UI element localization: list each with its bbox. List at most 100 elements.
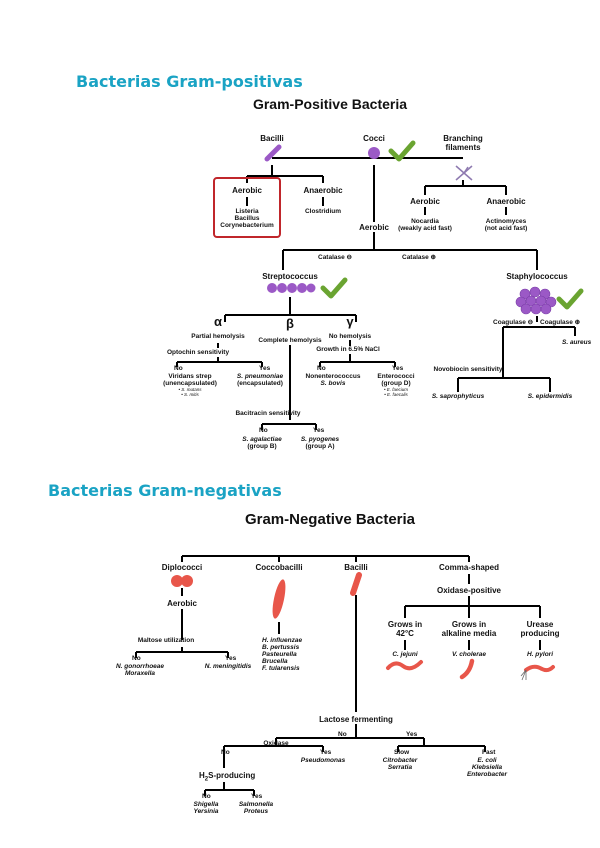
organism-salmonella: Salmonella: [238, 801, 274, 808]
node-alkaline-2: alkaline media: [441, 629, 497, 638]
node-streptococcus: Streptococcus: [262, 272, 318, 281]
organism-listeria: Listeria: [235, 208, 259, 215]
node-bacilli-aerobic: Aerobic: [232, 186, 262, 195]
organism-pseudomonas: Pseudomonas: [300, 757, 346, 764]
organism-s-epidermidis: S. epidermidis: [527, 393, 573, 400]
node-diplococci: Diplococci: [161, 563, 203, 572]
node-branching-filaments-1: Branching: [443, 134, 483, 143]
label-optochin-sensitivity: Optochin sensitivity: [166, 349, 230, 356]
label-lactose-no: No: [338, 731, 347, 738]
gram-positive-title: Gram-Positive Bacteria: [252, 96, 408, 112]
coccus-icon: [368, 147, 380, 159]
organism-pasteurella: Pasteurella: [262, 651, 297, 658]
label-bacitracin-sensitivity: Bacitracin sensitivity: [235, 410, 301, 417]
label-beta: β: [286, 316, 294, 331]
check-icon: [388, 140, 416, 162]
organism-s-mitis: • S. mitis: [181, 392, 199, 397]
node-cocci: Cocci: [363, 134, 385, 143]
node-oxidase-positive: Oxidase-positive: [436, 586, 502, 595]
node-grows-42c-2: 42°C: [396, 629, 414, 638]
branching-filament-icon: [455, 165, 473, 181]
label-h2s-yes: Yes: [251, 793, 263, 800]
check-icon: [320, 277, 348, 299]
bacillus-red-icon: [350, 572, 362, 596]
label-partial-hemolysis: Partial hemolysis: [191, 333, 245, 340]
label-oxidase: Oxidase: [263, 740, 289, 747]
label-no-hemolysis: No hemolysis: [328, 333, 372, 340]
label-bacitracin-no: No: [259, 427, 268, 434]
organism-corynebacterium: Corynebacterium: [220, 222, 274, 229]
organism-klebsiella: Klebsiella: [471, 764, 503, 771]
label-lactose-yes: Yes: [406, 731, 418, 738]
bacillus-rod-icon: [264, 144, 282, 162]
node-staphylococcus: Staphylococcus: [506, 272, 568, 281]
c-jejuni-icon: [386, 660, 423, 671]
organism-s-agalactiae: S. agalactiae: [242, 436, 282, 443]
organism-n-gonorrhoeae: N. gonorrhoeae: [115, 663, 165, 670]
label-growth-yes: Yes: [392, 365, 404, 372]
label-complete-hemolysis: Complete hemolysis: [258, 337, 322, 344]
organism-s-pneumoniae-note: (encapsulated): [237, 380, 283, 387]
h2s-suffix: S-producing: [208, 771, 256, 780]
organism-n-meningitidis: N. meningitidis: [204, 663, 252, 670]
node-coccobacilli: Coccobacilli: [255, 563, 303, 572]
highlight-box-aerobic-bacilli: [213, 177, 281, 238]
label-fast: Fast: [482, 749, 496, 756]
h2s-subscript: 2: [204, 776, 209, 783]
label-maltose-no: No: [132, 655, 141, 662]
label-h2s-no: No: [202, 793, 211, 800]
section-title-gram-positive: Bacterias Gram-positivas: [76, 72, 303, 91]
organism-f-tularensis: F. tularensis: [262, 665, 300, 672]
section-title-gram-negative: Bacterias Gram-negativas: [48, 481, 282, 500]
node-filament-aerobic: Aerobic: [410, 197, 440, 206]
organism-enterococci: Enterococci: [377, 373, 415, 380]
organism-c-jejuni: C. jejuni: [392, 651, 418, 658]
organism-proteus: Proteus: [243, 808, 269, 815]
v-cholerae-icon: [459, 658, 475, 680]
organism-moraxella: Moraxella: [125, 670, 155, 677]
organism-bacillus: Bacillus: [234, 215, 260, 222]
organism-s-aureus: S. aureus: [562, 339, 592, 346]
organism-clostridium: Clostridium: [304, 208, 342, 215]
label-optochin-yes: Yes: [259, 365, 271, 372]
organism-s-pneumoniae: S. pneumoniae: [236, 373, 284, 380]
node-urease-1: Urease: [526, 620, 554, 629]
organism-yersinia: Yersinia: [193, 808, 219, 815]
node-bacilli-neg: Bacilli: [344, 563, 368, 572]
organism-s-pyogenes: S. pyogenes: [300, 436, 340, 443]
label-novobiocin-sensitivity: Novobiocin sensitivity: [433, 366, 503, 373]
organism-e-faecium: • E. faecium: [383, 387, 409, 392]
organism-brucella: Brucella: [262, 658, 288, 665]
streptococcus-chain-icon: [267, 283, 316, 293]
node-bacilli: Bacilli: [260, 134, 284, 143]
organism-s-bovis: S. bovis: [320, 380, 346, 387]
organism-b-pertussis: B. pertussis: [262, 644, 300, 651]
organism-nocardia-note: (weakly acid fast): [398, 225, 452, 232]
coccobacillus-icon: [272, 579, 286, 619]
organism-nonenterococcus: Nonenterococcus: [305, 373, 361, 380]
organism-viridans: Viridans strep: [168, 373, 212, 380]
label-oxidase-yes: Yes: [320, 749, 332, 756]
label-catalase-negative: Catalase ⊖: [318, 254, 352, 261]
organism-h-pylori: H. pylori: [526, 651, 554, 658]
label-oxidase-no: No: [221, 749, 230, 756]
node-urease-2: producing: [520, 629, 560, 638]
organism-shigella: Shigella: [193, 801, 219, 808]
organism-citrobacter: Citrobacter: [382, 757, 418, 764]
organism-enterococci-note: (group D): [381, 380, 411, 387]
node-cocci-aerobic: Aerobic: [359, 223, 389, 232]
h-pylori-icon: [520, 664, 555, 681]
check-icon: [556, 288, 584, 310]
organism-actinomyces: Actinomyces: [485, 218, 527, 225]
organism-serratia: Serratia: [387, 764, 413, 771]
label-gamma: γ: [346, 314, 354, 329]
label-optochin-no: No: [174, 365, 183, 372]
label-maltose-yes: Yes: [225, 655, 237, 662]
label-catalase-positive: Catalase ⊕: [402, 254, 436, 261]
label-bacitracin-yes: Yes: [313, 427, 325, 434]
organism-s-agalactiae-note: (group B): [247, 443, 277, 450]
node-alkaline-1: Grows in: [451, 620, 487, 629]
node-lactose-fermenting: Lactose fermenting: [319, 715, 393, 724]
